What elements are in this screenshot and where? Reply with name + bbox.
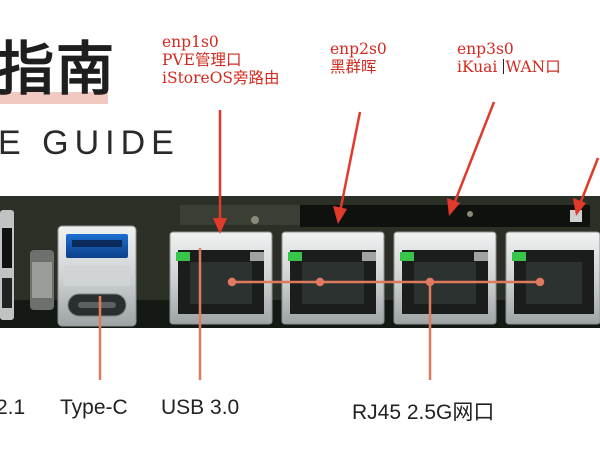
label-usb: USB 3.0 [161, 396, 240, 419]
label-type-c: Type-C [60, 396, 128, 419]
callout-lines [98, 248, 545, 380]
annotation-enp2s0-line2: 黑群晖 [330, 58, 377, 76]
title-underline [0, 92, 108, 104]
rj45-ports [169, 231, 600, 325]
arrow-port4 [573, 157, 600, 216]
guide-title-chinese: 指南 [0, 35, 117, 103]
left-partial-ports [0, 210, 54, 320]
label-rj45: RJ45 2.5G网口 [352, 401, 495, 424]
annotation-enp1s0-line1: enp1s0 [162, 33, 219, 51]
annotation-enp2s0-line1: enp2s0 [330, 40, 387, 58]
rj45-port-2 [281, 231, 385, 325]
rj45-port-4 [505, 231, 600, 325]
annotation-enp3s0-line2-pre: iKuai [457, 58, 503, 76]
annotation-enp3s0-line2-post: WAN口 [505, 58, 561, 76]
rj45-port-1 [169, 231, 273, 325]
rj45-port-3 [393, 231, 497, 325]
arrow-enp2s0 [333, 111, 362, 224]
guide-title-english: E GUIDE [0, 124, 180, 162]
arrow-enp3s0 [447, 101, 496, 216]
text-cursor [503, 59, 505, 74]
annotation-enp1s0-line3: iStoreOS旁路由 [162, 69, 280, 87]
annotation-enp3s0: enp3s0 iKuai WAN口 [457, 40, 561, 76]
annotation-enp3s0-line1: enp3s0 [457, 40, 514, 58]
usb-typec-stack [57, 225, 137, 327]
label-left-partial: 2.1 [0, 396, 26, 419]
annotation-enp1s0: enp1s0 PVE管理口 iStoreOS旁路由 [162, 33, 280, 87]
arrow-enp1s0 [213, 110, 227, 234]
red-arrows [213, 101, 600, 234]
annotation-enp1s0-line2: PVE管理口 [162, 51, 242, 69]
annotation-enp2s0: enp2s0 黑群晖 [330, 40, 387, 76]
